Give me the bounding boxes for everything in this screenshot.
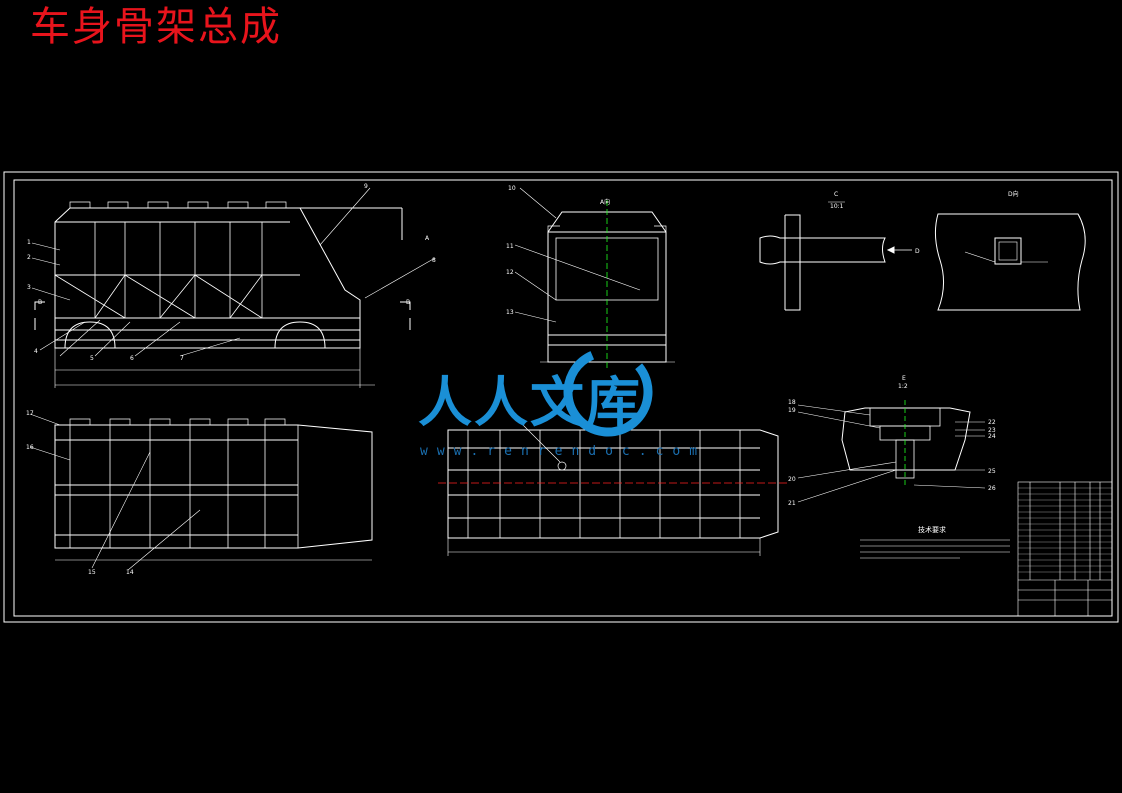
callout-22: 22 <box>988 419 996 426</box>
watermark-logo-icon <box>563 347 653 437</box>
callout-4: 4 <box>34 348 38 355</box>
callout-16: 16 <box>26 444 34 451</box>
callout-3: 3 <box>27 284 31 291</box>
detail-e-scale: 1:2 <box>898 383 908 390</box>
plan-view-right <box>447 411 779 556</box>
parts-list-rows <box>1018 487 1112 573</box>
technical-notes <box>860 539 1010 559</box>
callout-20: 20 <box>788 476 796 483</box>
watermark: 人人文库 www.renrendoc.com <box>418 340 718 470</box>
detail-d <box>934 213 1086 311</box>
detail-c-scale: 10:1 <box>830 203 844 210</box>
plan-view-left <box>29 413 373 571</box>
callout-13: 13 <box>506 309 514 316</box>
callout-21: 21 <box>788 500 796 507</box>
callout-11: 11 <box>506 243 514 250</box>
detail-c-label: C <box>834 191 838 198</box>
callout-10: 10 <box>508 185 516 192</box>
view-mark-b-right: B <box>406 299 410 306</box>
callout-25: 25 <box>988 468 996 475</box>
callout-8: 8 <box>432 257 436 264</box>
callout-26: 26 <box>988 485 996 492</box>
callout-24: 24 <box>988 433 996 440</box>
view-mark-b-left: B <box>38 299 42 306</box>
detail-d-label: D向 <box>1008 190 1019 198</box>
callout-9: 9 <box>364 183 368 190</box>
title-block <box>1017 481 1113 617</box>
callout-14: 14 <box>126 569 134 576</box>
callout-1: 1 <box>27 239 31 246</box>
view-mark-a: A <box>425 235 430 242</box>
front-view <box>514 187 675 363</box>
callout-7: 7 <box>180 355 184 362</box>
sheet-outer-border <box>3 171 1119 623</box>
sheet-inner-border <box>13 179 1113 617</box>
side-view <box>31 187 436 388</box>
front-view-label: A向 <box>600 198 610 206</box>
detail-c <box>759 201 912 311</box>
detail-e <box>797 404 986 503</box>
watermark-brand: 人人文库 <box>418 371 642 434</box>
callout-2: 2 <box>27 254 31 261</box>
callout-23: 23 <box>988 427 996 434</box>
detail-c-arrow-label: D <box>915 248 920 255</box>
callout-6: 6 <box>130 355 134 362</box>
callout-17: 17 <box>26 410 34 417</box>
callout-15: 15 <box>88 569 96 576</box>
watermark-url: www.renrendoc.com <box>420 444 707 459</box>
drawing-title: 车身骨架总成 <box>30 4 282 50</box>
detail-e-label: E <box>902 375 906 382</box>
callout-19: 19 <box>788 407 796 414</box>
callout-18: 18 <box>788 399 796 406</box>
callout-12: 12 <box>506 269 514 276</box>
tech-requirements-heading: 技术要求 <box>918 525 946 534</box>
callout-5: 5 <box>90 355 94 362</box>
